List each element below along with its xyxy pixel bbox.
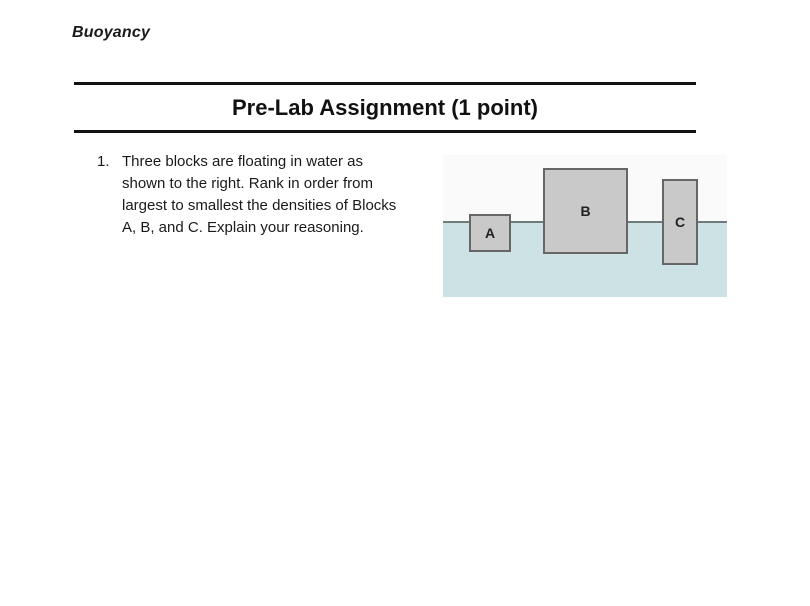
title-rule-bottom	[74, 130, 696, 133]
block-a: A	[469, 214, 511, 252]
assignment-title: Pre-Lab Assignment (1 point)	[232, 95, 538, 120]
question-text-line: A, B, and C. Explain your reasoning.	[122, 219, 364, 236]
question-1: 1. Three blocks are floating in water as…	[97, 151, 452, 239]
question-number: 1.	[97, 153, 110, 170]
question-text-line: largest to smallest the densities of Blo…	[122, 197, 397, 214]
question-text: Three blocks are floating in water as sh…	[122, 151, 452, 239]
floating-blocks-diagram: A B C	[443, 155, 727, 297]
block-b: B	[543, 168, 628, 254]
block-c-label: C	[674, 214, 686, 230]
title-rule-top	[74, 82, 696, 85]
block-c: C	[662, 179, 698, 265]
document-header: Buoyancy	[72, 24, 151, 41]
question-text-line: shown to the right. Rank in order from	[122, 175, 373, 192]
question-text-line: Three blocks are floating in water as	[122, 153, 363, 170]
block-b-label: B	[580, 203, 591, 219]
block-a-label: A	[484, 225, 496, 241]
